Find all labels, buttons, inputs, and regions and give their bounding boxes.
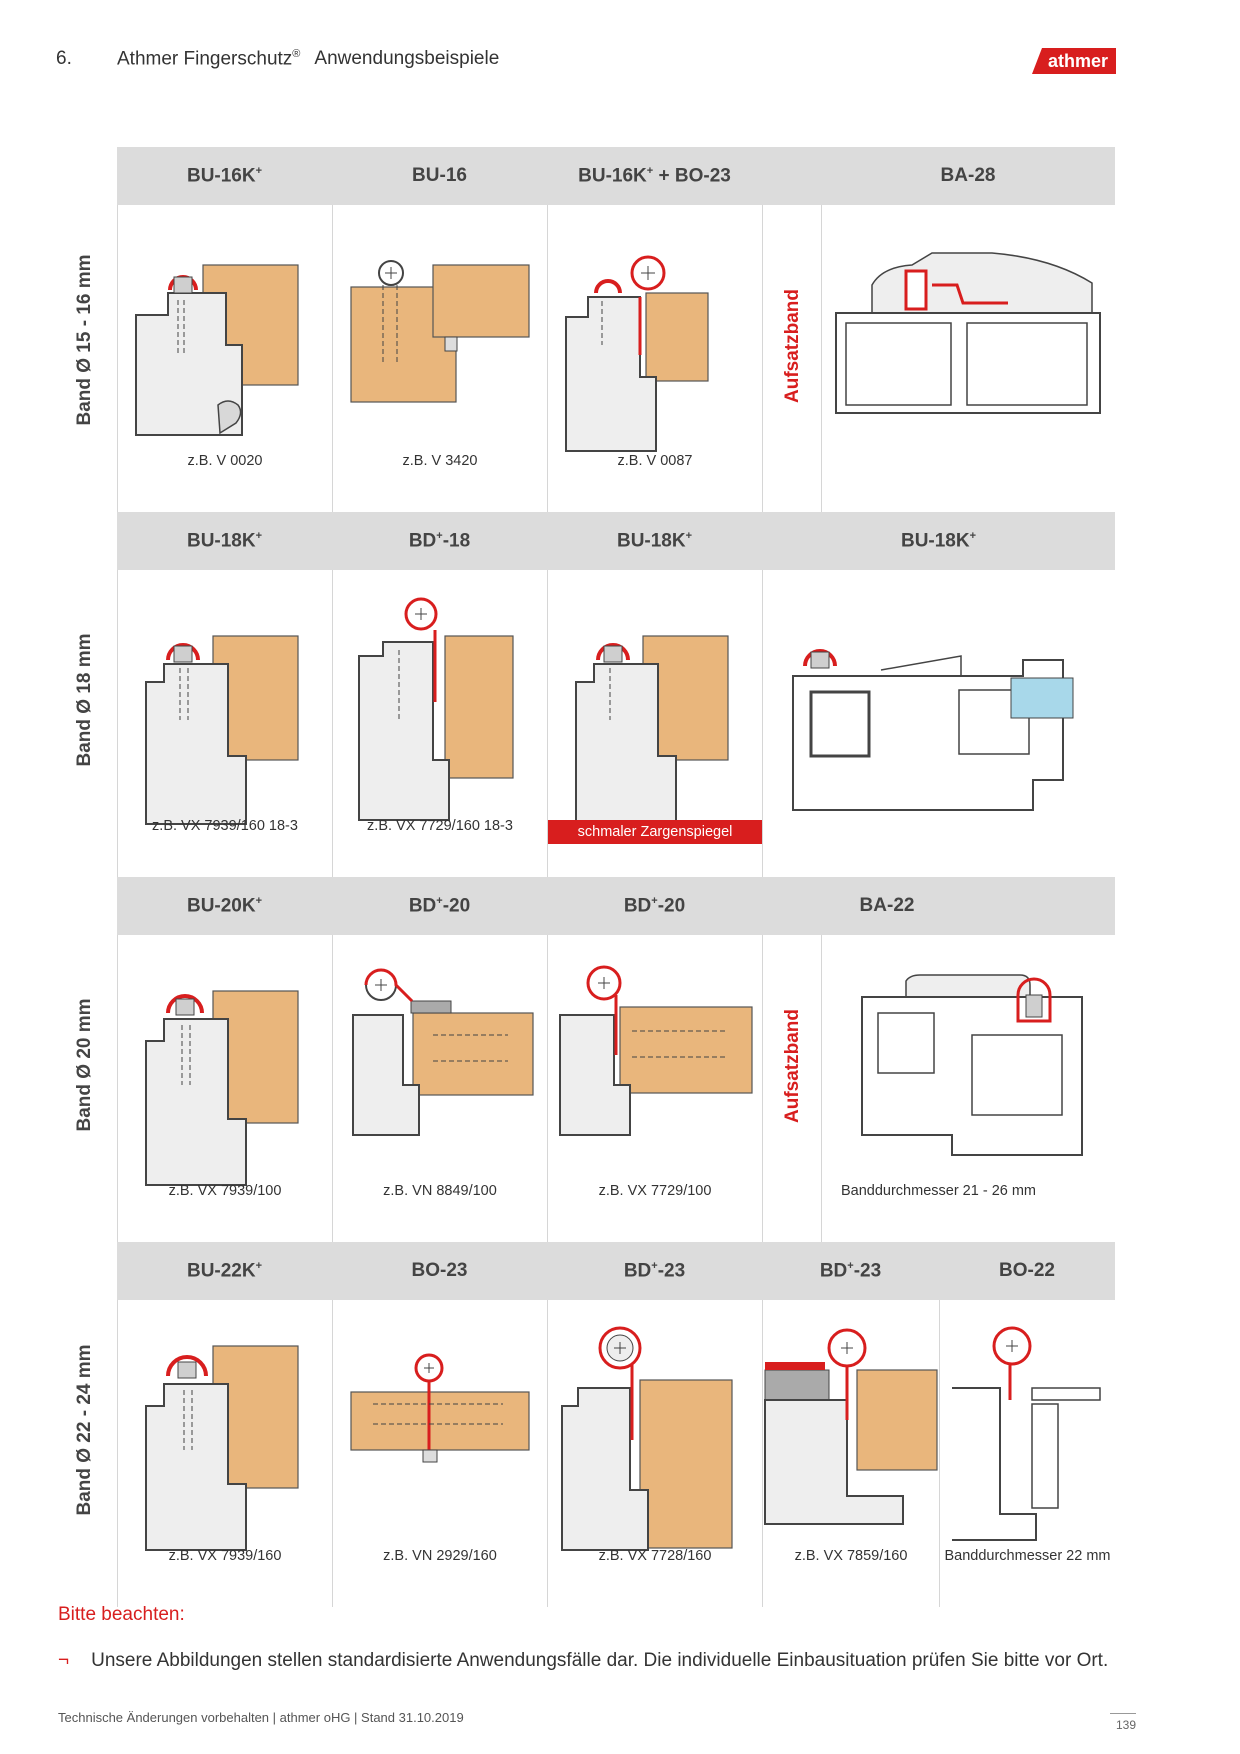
hinge-section-drawing — [352, 968, 534, 1136]
band-body: z.B. VX 7939/100 z.B. VN 8849/100 — [117, 935, 1115, 1242]
band-body: z.B. VX 7939/160 z.B. VN 2929/160 — [117, 1300, 1115, 1607]
row-label-2: Band Ø 18 mm — [74, 633, 95, 767]
column-title: BO-22 — [999, 1260, 1055, 1281]
page-header: 6. Athmer Fingerschutz®Anwendungsbeispie… — [56, 48, 1116, 88]
column-title: BD+-18 — [408, 530, 471, 552]
drawing-cell — [821, 935, 1115, 1242]
band-header: BU-22K+ BO-23 BD+-23 BD+-23 BO-22 — [117, 1242, 1115, 1300]
example-caption: z.B. V 3420 — [402, 453, 478, 469]
drawing-cell: z.B. V 0020 — [117, 205, 332, 512]
band-header: BU-18K+ BD+-18 BU-18K+ BU-18K+ — [117, 512, 1115, 570]
drawing-cell — [821, 205, 1115, 512]
example-caption: Banddurchmesser 21 - 26 mm — [840, 1183, 1037, 1199]
narrow-frame-badge: schmaler Zargenspiegel — [548, 820, 762, 844]
column-title: BU-16K+ + BO-23 — [578, 165, 731, 187]
page-number-rule — [1110, 1713, 1136, 1714]
example-caption: z.B. V 0087 — [617, 453, 693, 469]
aufsatzband-cell: Aufsatzband — [762, 205, 821, 512]
column-title: BA-28 — [940, 165, 996, 186]
column-title: BU-22K+ — [186, 1260, 263, 1282]
band-body: z.B. VX 7939/160 18-3 z.B. VX 7729/160 1… — [117, 570, 1115, 877]
drawing-cell: z.B. VN 8849/100 — [332, 935, 547, 1242]
column-title: BU-18K+ — [616, 530, 693, 552]
hinge-section-drawing — [358, 597, 514, 821]
hinge-section-drawing — [559, 965, 753, 1136]
profile-section-drawing — [952, 1326, 1101, 1541]
drawing-cell: z.B. VX 7729/100 — [547, 935, 762, 1242]
example-caption: z.B. VX 7729/160 18-3 — [367, 818, 513, 834]
page-subtitle: Anwendungsbeispiele — [314, 48, 500, 70]
section-number: 6. — [56, 48, 72, 69]
hinge-section-drawing — [350, 260, 530, 403]
example-caption: z.B. VX 7729/100 — [598, 1183, 712, 1199]
example-caption: z.B. VN 8849/100 — [383, 1183, 497, 1199]
band-row-18: BU-18K+ BD+-18 BU-18K+ BU-18K+ z.B. VX 7… — [117, 512, 1115, 877]
example-caption: z.B. VN 2929/160 — [383, 1548, 497, 1564]
example-caption: z.B. V 0020 — [187, 453, 263, 469]
drawing-cell: schmaler Zargenspiegel — [547, 570, 762, 877]
drawing-cell: z.B. VX 7859/160 — [762, 1300, 939, 1607]
footer-text: Technische Änderungen vorbehalten | athm… — [58, 1710, 464, 1725]
drawing-cell: z.B. V 0087 — [547, 205, 762, 512]
page-number: 139 — [1116, 1718, 1137, 1732]
row-label-4: Band Ø 22 - 24 mm — [74, 1344, 95, 1516]
column-title: BU-18K+ — [186, 530, 263, 552]
band-body: z.B. V 0020 z.B. V 3420 — [117, 205, 1115, 512]
drawing-cell: z.B. VX 7939/160 — [117, 1300, 332, 1607]
note-text: ¬Unsere Abbildungen stellen standardisie… — [58, 1650, 1109, 1671]
hinge-section-drawing — [561, 1326, 733, 1551]
note-bullet: ¬ — [58, 1650, 70, 1671]
aufsatzband-cell: Aufsatzband — [762, 935, 821, 1242]
row-label-1: Band Ø 15 - 16 mm — [74, 254, 95, 426]
column-title: BU-18K+ — [900, 530, 977, 552]
drawing-cell: z.B. VN 2929/160 — [332, 1300, 547, 1607]
band-row-20: BU-20K+ BD+-20 BD+-20 BA-22 z.B. VX 7939… — [117, 877, 1115, 1242]
hinge-section-drawing — [575, 635, 729, 825]
example-caption: z.B. VX 7939/100 — [168, 1183, 282, 1199]
example-caption: Banddurchmesser 22 mm — [944, 1548, 1111, 1564]
band-header: BU-16K+ BU-16 BU-16K+ + BO-23 BA-28 — [117, 147, 1115, 205]
column-title: BD+-23 — [623, 1260, 686, 1282]
drawing-cell: z.B. V 3420 — [332, 205, 547, 512]
band-row-15-16: BU-16K+ BU-16 BU-16K+ + BO-23 BA-28 z.B.… — [117, 147, 1115, 512]
drawing-cell: Banddurchmesser 22 mm — [939, 1300, 1115, 1607]
column-title: BU-16 — [412, 165, 467, 186]
example-caption: z.B. VX 7859/160 — [794, 1548, 908, 1564]
aufsatzband-label: Aufsatzband — [782, 289, 803, 403]
column-title: BD+-20 — [408, 895, 471, 917]
svg-text:athmer: athmer — [1048, 51, 1108, 71]
hinge-section-drawing — [145, 990, 299, 1186]
column-title: BD+-23 — [819, 1260, 882, 1282]
example-caption: z.B. VX 7939/160 — [168, 1548, 282, 1564]
page-title: Athmer Fingerschutz®Anwendungsbeispiele — [117, 48, 500, 70]
example-caption: z.B. VX 7939/160 18-3 — [152, 818, 298, 834]
note-title: Bitte beachten: — [58, 1604, 185, 1625]
drawing-cell: z.B. VX 7939/100 — [117, 935, 332, 1242]
hinge-section-drawing — [350, 1353, 530, 1463]
hinge-section-drawing — [565, 255, 709, 452]
drawing-cell — [762, 570, 1115, 877]
hinge-section-drawing — [145, 635, 299, 825]
drawing-cell: z.B. VX 7729/160 18-3 — [332, 570, 547, 877]
profile-section-drawing — [835, 252, 1101, 414]
band-header: BU-20K+ BD+-20 BD+-20 BA-22 — [117, 877, 1115, 935]
hinge-section-drawing — [764, 1328, 938, 1525]
aufsatzband-label: Aufsatzband — [782, 1009, 803, 1123]
profile-section-drawing — [792, 649, 1074, 811]
drawing-cell: z.B. VX 7728/160 — [547, 1300, 762, 1607]
band-row-22-24: BU-22K+ BO-23 BD+-23 BD+-23 BO-22 z.B. V… — [117, 1242, 1115, 1607]
hinge-section-drawing — [135, 264, 299, 436]
column-title: BU-16K+ — [186, 165, 263, 187]
athmer-logo: athmer — [1032, 48, 1116, 74]
row-label-3: Band Ø 20 mm — [74, 998, 95, 1132]
profile-section-drawing — [861, 974, 1083, 1156]
column-title: BD+-20 — [623, 895, 686, 917]
application-table: BU-16K+ BU-16 BU-16K+ + BO-23 BA-28 z.B.… — [117, 147, 1115, 1607]
drawing-cell: z.B. VX 7939/160 18-3 — [117, 570, 332, 877]
column-title: BA-22 — [859, 895, 915, 916]
column-title: BU-20K+ — [186, 895, 263, 917]
column-title: BO-23 — [411, 1260, 468, 1281]
example-caption: z.B. VX 7728/160 — [598, 1548, 712, 1564]
hinge-section-drawing — [145, 1345, 299, 1551]
